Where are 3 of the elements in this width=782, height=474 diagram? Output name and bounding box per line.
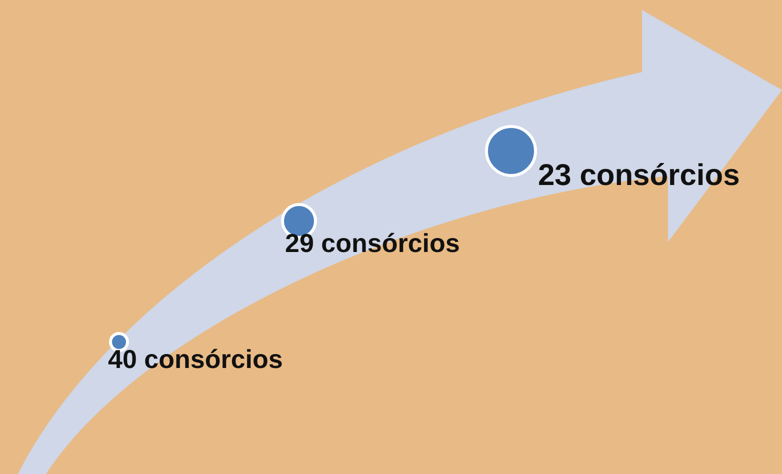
count-label: 29 consórcios [285, 228, 460, 259]
count-label: 40 consórcios [108, 344, 283, 375]
count-label: 23 consórcios [538, 159, 740, 193]
